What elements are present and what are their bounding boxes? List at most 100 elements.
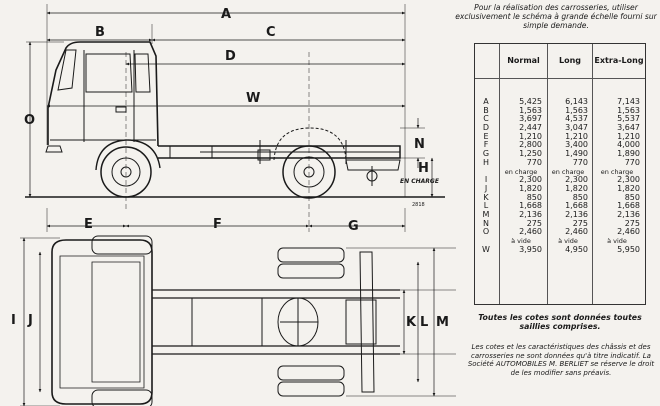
truck-side-view [25, 4, 445, 232]
table-cell-long: 1,820 [565, 183, 588, 193]
table-cell-normal: 1,820 [519, 183, 542, 193]
dimension-labels: A B C D W O N H E F G I J K L M EN CHARG… [11, 7, 449, 330]
table-cell-letter: N [483, 218, 489, 228]
table-cell-long: 3,400 [565, 140, 588, 150]
header-extra-long: Extra-Long [594, 56, 644, 65]
table-cell-letter: W [482, 244, 490, 254]
table-cell-extra: 2,460 [617, 227, 640, 237]
dim-label-a: A [221, 7, 231, 22]
table-cell-normal: 2,460 [519, 227, 542, 237]
truck-top-view [20, 235, 456, 406]
table-cell-normal: 1,210 [519, 131, 542, 141]
table-cell-long: 3,047 [565, 123, 588, 133]
table-cell-normal: 770 [526, 157, 542, 167]
table-cell-letter: H [482, 157, 489, 167]
table-cell-normal: 1,563 [519, 105, 542, 115]
table-cell-normal: 2,300 [519, 175, 542, 185]
dim-label-d: D [225, 49, 236, 64]
table-cell-extra: 2,300 [617, 175, 640, 185]
table-cell-long: 4,950 [565, 244, 588, 254]
table-cell-long: 4,537 [565, 114, 588, 124]
table-cell-extra: en charge [600, 167, 634, 176]
table-cell-letter: D [482, 123, 490, 133]
table-cell-normal: 2,136 [519, 209, 542, 219]
dim-label-m: M [436, 315, 449, 330]
table-cell-long: 2,460 [565, 227, 588, 237]
table-cell-long: 275 [572, 218, 588, 228]
table-cell-letter: J [484, 183, 488, 193]
footnote: Toutes les cotes sont données toutes sai… [478, 313, 642, 331]
dim-label-e: E [84, 217, 93, 232]
table-cell-letter: L [483, 201, 489, 211]
table-cell-normal: 1,668 [519, 201, 542, 211]
table-cell-long: 770 [572, 157, 588, 167]
table-cell-normal: 2,447 [519, 123, 542, 133]
drawing-code: 2818 [412, 202, 425, 208]
table-cell-extra: 1,820 [617, 183, 640, 193]
dim-label-f: F [213, 217, 222, 232]
header-long: Long [558, 56, 581, 65]
table-cell-extra: 2,136 [617, 209, 640, 219]
table-cell-extra: à vide [607, 237, 627, 245]
dim-label-c: C [266, 25, 276, 40]
truck-dimension-drawing: A B C D W O N H E F G I J K L M EN CHARG… [11, 4, 456, 406]
table-cell-long: en charge [551, 167, 585, 176]
table-cell-long: 1,210 [565, 131, 588, 141]
table-cell-normal: à vide [511, 237, 531, 245]
table-cell-long: 2,136 [565, 209, 588, 219]
table-cell-normal: 5,425 [519, 97, 542, 106]
table-cell-extra: 7,143 [617, 97, 640, 106]
table-cell-extra: 3,647 [617, 123, 640, 133]
table-cell-long: à vide [558, 237, 578, 245]
table-cell-extra: 4,000 [617, 140, 640, 150]
table-cell-long: 2,300 [565, 175, 588, 185]
dimensions-table: Normal Long Extra-Long [474, 43, 646, 305]
intro-note: Pour la réalisation des carrosseries, ut… [455, 3, 657, 30]
table-cell-letter: K [483, 192, 489, 202]
table-cell-long: 1,563 [565, 105, 588, 115]
dim-label-w: W [246, 91, 260, 106]
table-cell-letter: M [482, 209, 490, 219]
table-cell-long: 1,490 [565, 149, 588, 159]
dim-label-g: G [348, 219, 359, 234]
disclaimer: Les cotes et les caractéristiques des ch… [467, 343, 655, 377]
table-cell-extra: 770 [624, 157, 640, 167]
table-cell-extra: 1,890 [617, 149, 640, 159]
table-cell-letter: C [483, 114, 489, 124]
dim-label-j: J [27, 313, 33, 328]
table-cell-normal: 1,250 [519, 149, 542, 159]
table-cell-extra: 850 [624, 192, 640, 202]
dim-label-h: H [418, 161, 429, 176]
table-cell-letter: F [483, 140, 489, 150]
table-cell-extra: 1,668 [617, 201, 640, 211]
header-normal: Normal [507, 56, 540, 65]
dim-label-k: K [406, 315, 417, 330]
table-cell-extra: 275 [624, 218, 640, 228]
table-cell-extra: 1,563 [617, 105, 640, 115]
table-cell-normal: 2,800 [519, 140, 542, 150]
table-cell-letter: G [482, 149, 490, 159]
table-cell-long: 1,668 [565, 201, 588, 211]
dim-label-o: O [24, 113, 35, 128]
dim-label-n: N [414, 137, 425, 152]
en-charge-note: EN CHARGE [400, 178, 440, 185]
dim-label-b: B [95, 25, 105, 40]
table-cell-extra: 1,210 [617, 131, 640, 141]
dim-label-l: L [420, 315, 428, 330]
table-cell-extra: 5,537 [617, 114, 640, 124]
table-cell-normal: en charge [504, 167, 538, 176]
table-cell-letter: E [483, 131, 489, 141]
table-cell-letter: O [482, 227, 490, 237]
table-cell-normal: 3,950 [519, 244, 542, 254]
dim-label-i: I [11, 313, 16, 328]
table-cell-extra: 5,950 [617, 244, 640, 254]
table-cell-normal: 275 [526, 218, 542, 228]
table-cell-normal: 850 [526, 192, 542, 202]
table-cell-letter: A [483, 97, 489, 106]
table-cell-long: 6,143 [565, 97, 588, 106]
table-cell-long: 850 [572, 192, 588, 202]
